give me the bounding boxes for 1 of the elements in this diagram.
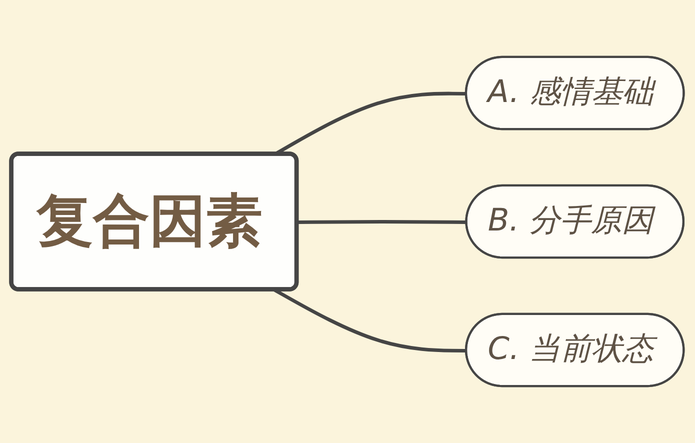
connector bbox=[297, 220, 467, 224]
